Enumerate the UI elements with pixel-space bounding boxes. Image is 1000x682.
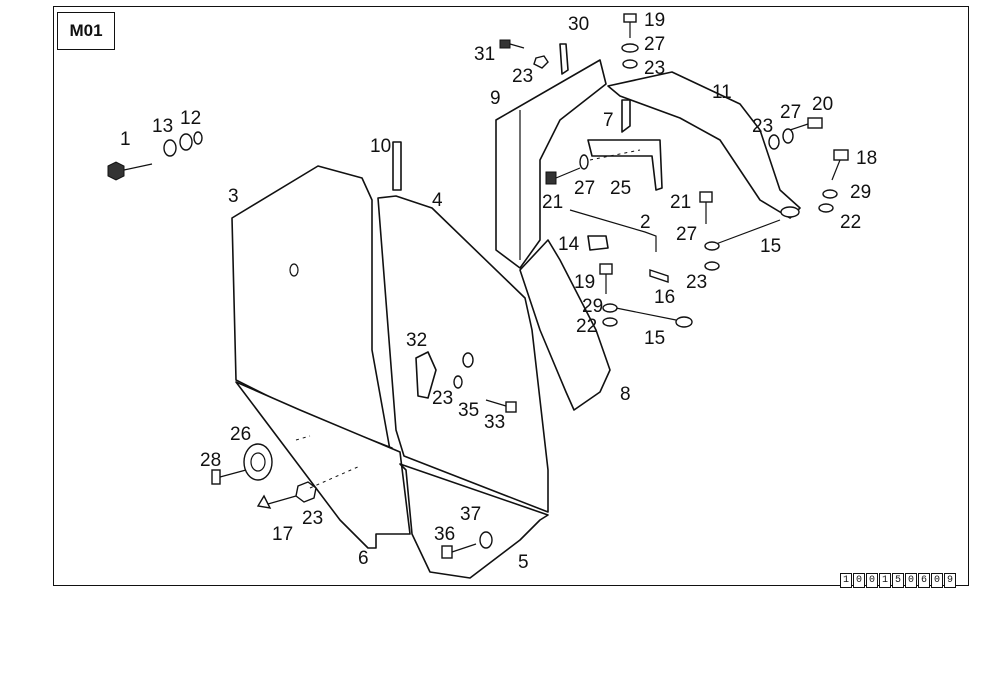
callout-12: 12 [180, 108, 201, 129]
pin-16 [649, 269, 669, 283]
callout-27b: 27 [780, 102, 801, 123]
callout-15b: 15 [644, 328, 665, 349]
callout-2: 2 [640, 212, 651, 233]
callout-27c: 27 [574, 178, 595, 199]
callout-29b: 29 [582, 296, 603, 317]
callout-29a: 29 [850, 182, 871, 203]
callout-23f: 23 [302, 508, 323, 529]
panel-4 [377, 195, 549, 513]
channel-8 [519, 239, 611, 411]
callout-26: 26 [230, 424, 251, 445]
callout-15a: 15 [760, 236, 781, 257]
hardware [107, 13, 849, 559]
callout-4: 4 [432, 190, 443, 211]
code-digit: 9 [944, 573, 956, 588]
bracket-9 [495, 59, 607, 269]
panel-6 [235, 381, 411, 549]
code-digit: 1 [840, 573, 852, 588]
callout-10: 10 [370, 136, 391, 157]
callout-3: 3 [228, 186, 239, 207]
code-digit: 0 [905, 573, 917, 588]
callout-32: 32 [406, 330, 427, 351]
callout-37: 37 [460, 504, 481, 525]
callout-14: 14 [558, 234, 580, 255]
callout-23b: 23 [644, 58, 665, 79]
knob-26 [243, 443, 273, 481]
callout-5: 5 [518, 552, 529, 573]
callout-36: 36 [434, 524, 455, 545]
callout-33: 33 [484, 412, 505, 433]
strip-30 [559, 43, 569, 75]
code-digit: 5 [892, 573, 904, 588]
code-digit: 1 [879, 573, 891, 588]
callout-11: 11 [712, 82, 732, 103]
drawing-code: 1 0 0 1 5 0 6 0 9 [840, 573, 957, 588]
callout-35: 35 [458, 400, 479, 421]
callout-19b: 19 [574, 272, 595, 293]
strip-10 [392, 141, 402, 191]
callout-23e: 23 [432, 388, 453, 409]
callout-23a: 23 [512, 66, 533, 87]
callout-25: 25 [610, 178, 631, 199]
callout-30: 30 [568, 14, 589, 35]
callout-8: 8 [620, 384, 631, 405]
callout-9: 9 [490, 88, 501, 109]
rod-2 [569, 209, 657, 252]
cable-15a [715, 219, 781, 245]
callout-17: 17 [272, 524, 293, 545]
callout-16: 16 [654, 287, 675, 308]
code-digit: 0 [866, 573, 878, 588]
callout-21b: 21 [670, 192, 691, 213]
callout-27d: 27 [676, 224, 697, 245]
callout-7: 7 [603, 110, 614, 131]
cable-15b [615, 307, 677, 321]
code-digit: 0 [931, 573, 943, 588]
callout-27a: 27 [644, 34, 665, 55]
bracket-7 [587, 139, 663, 191]
callout-18: 18 [856, 148, 877, 169]
callout-20: 20 [812, 94, 833, 115]
callout-28: 28 [200, 450, 221, 471]
code-digit: 6 [918, 573, 930, 588]
callout-13: 13 [152, 116, 173, 137]
code-digit: 0 [853, 573, 865, 588]
callout-31: 31 [474, 44, 495, 65]
latch-32 [415, 351, 437, 399]
drawing-frame [53, 6, 969, 586]
panel-5 [399, 463, 549, 579]
block-14 [587, 235, 609, 251]
callout-22a: 22 [840, 212, 861, 233]
callout-23c: 23 [752, 116, 773, 137]
callout-22b: 22 [576, 316, 597, 337]
callout-19a: 19 [644, 10, 665, 31]
panel-3-hole [289, 263, 299, 277]
callout-6: 6 [358, 548, 369, 569]
sheet-tag: M01 [57, 12, 115, 50]
callout-1: 1 [120, 129, 131, 150]
callout-23d: 23 [686, 272, 707, 293]
callout-21a: 21 [542, 192, 563, 213]
